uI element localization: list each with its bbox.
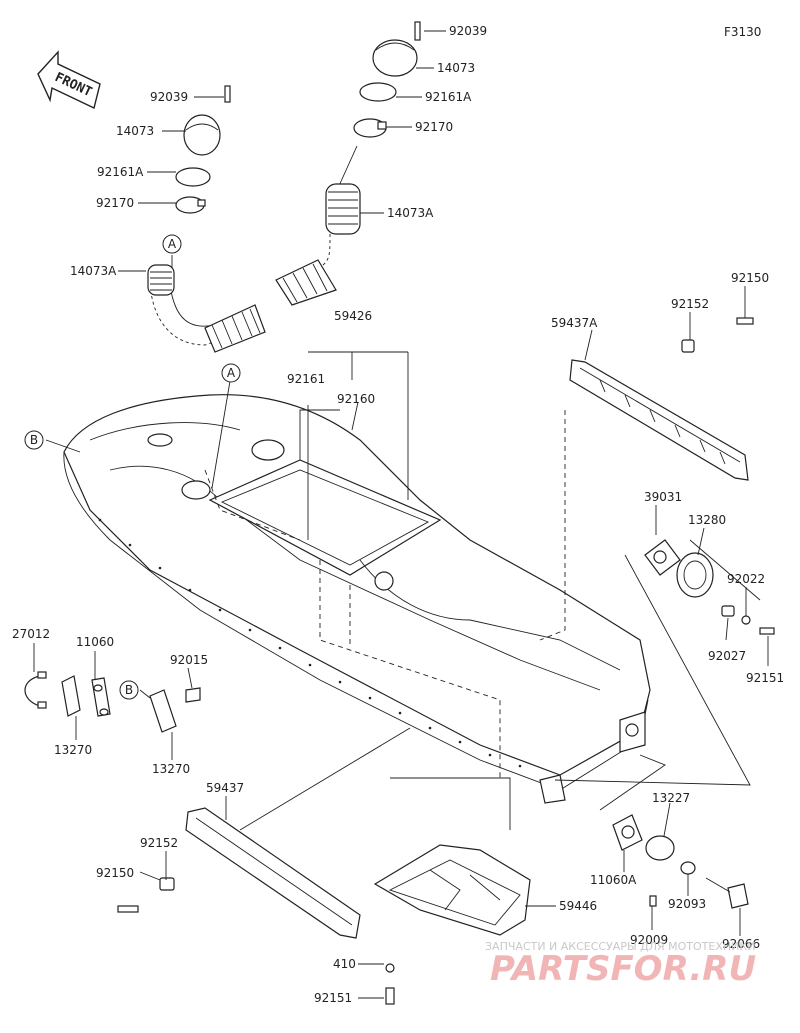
right-intake-duct <box>275 21 421 306</box>
label-92039-left: 92039 <box>150 90 188 104</box>
label-92151-right: 92151 <box>746 671 784 685</box>
label-92160: 92160 <box>337 392 375 406</box>
label-59426: 59426 <box>334 309 372 323</box>
label-11060A: 11060A <box>590 873 637 887</box>
label-59437A: 59437A <box>551 316 598 330</box>
label-13280: 13280 <box>688 513 726 527</box>
rail-59437A <box>569 317 754 481</box>
label-92150-left: 92150 <box>96 866 134 880</box>
label-14073-left: 14073 <box>116 124 154 138</box>
label-14073-right: 14073 <box>437 61 475 75</box>
stern-drain-assembly <box>644 539 775 635</box>
callout-a-top: A <box>162 234 182 254</box>
watermark-caption: ЗАПЧАСТИ И АКСЕССУАРЫ ДЛЯ МОТОТЕХНИКИ <box>485 940 755 953</box>
label-59446: 59446 <box>559 899 597 913</box>
label-92150-right: 92150 <box>731 271 769 285</box>
svg-text:B: B <box>125 683 133 697</box>
label-92151-bottom: 92151 <box>314 991 352 1005</box>
label-92066: 92066 <box>722 937 760 951</box>
svg-text:A: A <box>168 237 177 251</box>
label-92015: 92015 <box>170 653 208 667</box>
label-27012: 27012 <box>12 627 50 641</box>
leader-lines <box>33 30 769 999</box>
left-small-parts <box>24 671 201 733</box>
label-92027: 92027 <box>708 649 746 663</box>
stern-bottom-parts <box>612 814 749 909</box>
label-13270-left: 13270 <box>54 743 92 757</box>
label-92170-left: 92170 <box>96 196 134 210</box>
watermark: ЗАПЧАСТИ И АКСЕССУАРЫ ДЛЯ МОТОТЕХНИКИ PA… <box>485 940 756 989</box>
label-92039-right: 92039 <box>449 24 487 38</box>
callout-b-hull: B <box>24 430 44 450</box>
label-13270-right: 13270 <box>152 762 190 776</box>
svg-text:A: A <box>227 366 236 380</box>
label-13227: 13227 <box>652 791 690 805</box>
rail-59437 <box>117 807 361 939</box>
label-92161A-left: 92161A <box>97 165 144 179</box>
label-39031: 39031 <box>644 490 682 504</box>
figure-code: F3130 <box>724 25 761 39</box>
bottom-plate-59446 <box>373 844 531 1005</box>
callout-b-parts: B <box>119 680 139 700</box>
svg-text:B: B <box>30 433 38 447</box>
label-92152-right: 92152 <box>671 297 709 311</box>
part-labels: 92039 14073 92161A 92170 14073A 92039 14… <box>12 24 784 1005</box>
label-14073A-left: 14073A <box>70 264 117 278</box>
label-410: 410 <box>333 957 356 971</box>
left-intake-duct <box>147 85 266 353</box>
watermark-brand: PARTSFOR.RU <box>490 949 756 989</box>
label-92009: 92009 <box>630 933 668 947</box>
label-11060: 11060 <box>76 635 114 649</box>
callout-a-hull: A <box>221 363 241 383</box>
label-92161A-right: 92161A <box>425 90 472 104</box>
hull-deck <box>63 394 651 804</box>
label-92170-right: 92170 <box>415 120 453 134</box>
front-arrow-icon: FRONT <box>37 50 101 109</box>
label-92022: 92022 <box>727 572 765 586</box>
label-14073A-right: 14073A <box>387 206 434 220</box>
label-92161: 92161 <box>287 372 325 386</box>
label-59437: 59437 <box>206 781 244 795</box>
label-92152-left: 92152 <box>140 836 178 850</box>
label-92093: 92093 <box>668 897 706 911</box>
